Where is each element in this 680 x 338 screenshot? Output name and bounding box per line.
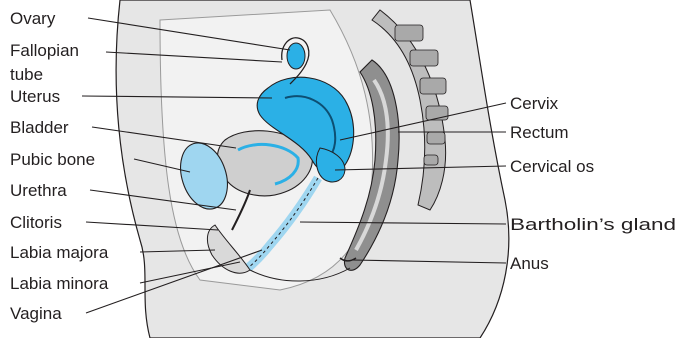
label-ovary: Ovary <box>10 9 56 28</box>
label-fallopian-tube-line2: tube <box>10 65 43 84</box>
label-rectum: Rectum <box>510 123 569 142</box>
label-pubic-bone: Pubic bone <box>10 150 95 169</box>
label-bartholins-gland: Bartholin’s gland <box>510 215 676 234</box>
label-uterus: Uterus <box>10 87 60 106</box>
label-labia-majora: Labia majora <box>10 243 109 262</box>
label-clitoris: Clitoris <box>10 213 62 232</box>
ovary <box>287 43 305 69</box>
label-labia-minora: Labia minora <box>10 274 109 293</box>
label-vagina: Vagina <box>10 304 62 323</box>
label-bladder: Bladder <box>10 118 69 137</box>
label-fallopian-tube-line1: Fallopian <box>10 41 79 60</box>
label-cervix: Cervix <box>510 94 559 113</box>
label-cervical-os: Cervical os <box>510 157 594 176</box>
label-urethra: Urethra <box>10 181 67 200</box>
label-anus: Anus <box>510 254 549 273</box>
